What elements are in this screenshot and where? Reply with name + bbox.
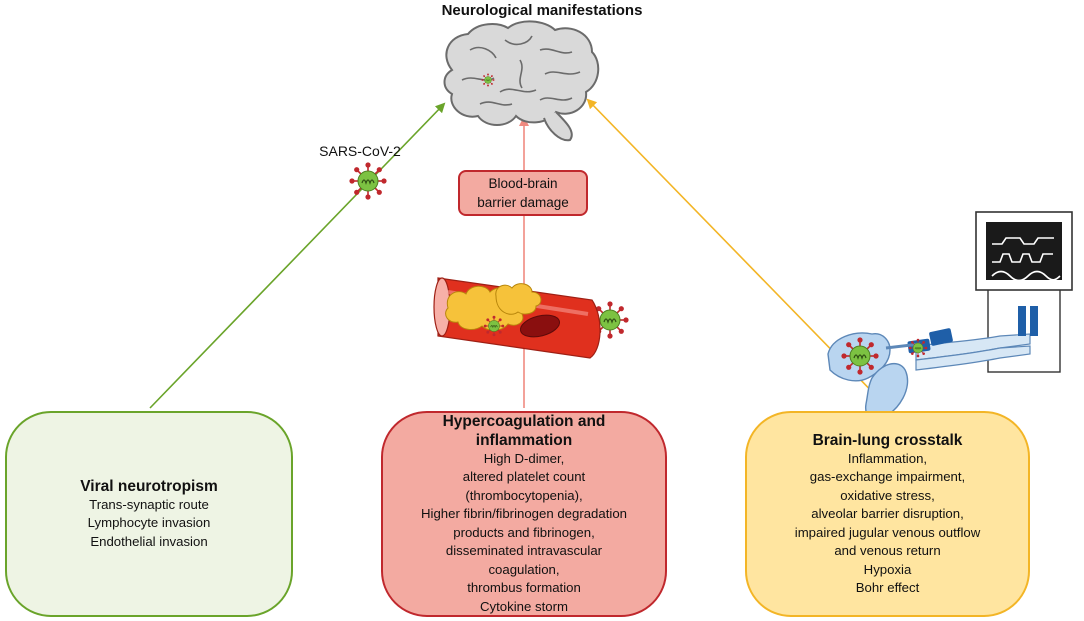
box-title: Brain-lung crosstalk (812, 431, 963, 449)
box-title: Viral neurotropism (80, 477, 218, 495)
lungs-icon (827, 332, 928, 420)
box-line: altered platelet count (462, 469, 586, 485)
viral-neurotropism-box: Viral neurotropism Trans-synaptic route … (5, 411, 293, 617)
box-line: Trans-synaptic route (89, 496, 209, 512)
brain-lung-crosstalk-box: Brain-lung crosstalk Inflammation, gas-e… (745, 411, 1030, 617)
box-line: (thrombocytopenia), (465, 487, 583, 503)
bbb-damage-box: Blood-brain barrier damage (458, 170, 588, 216)
box-line: coagulation, (488, 561, 560, 577)
box-title: inflammation (475, 431, 573, 449)
diagram-title: Neurological manifestations (441, 2, 643, 19)
box-line: gas-exchange impairment, (809, 469, 966, 484)
box-line: alveolar barrier disruption, (811, 506, 964, 521)
box-line: thrombus formation (467, 580, 581, 596)
box-line: Inflammation, (847, 450, 928, 466)
box-line: Lymphocyte invasion (87, 515, 211, 531)
arrow-neurotropism (149, 102, 446, 409)
box-line: products and fibrinogen, (453, 524, 595, 540)
box-line: Higher fibrin/fibrinogen degradation (420, 506, 627, 522)
bbb-line: Blood-brain (488, 176, 558, 191)
box-line: oxidative stress, (840, 487, 935, 503)
box-line: Bohr effect (855, 580, 920, 595)
box-line: Hypoxia (863, 561, 912, 577)
box-line: Cytokine storm (480, 598, 568, 614)
virus-icon (348, 161, 388, 201)
box-title: Hypercoagulation and (442, 412, 606, 430)
box-line: and venous return (834, 543, 941, 558)
brain-icon (443, 20, 600, 142)
hypercoagulation-box: Hypercoagulation and inflammation High D… (381, 411, 667, 617)
virus-label: SARS-CoV-2 (319, 143, 401, 159)
box-line: High D-dimer, (483, 450, 565, 466)
box-line: impaired jugular venous outflow (794, 524, 981, 540)
box-line: Endothelial invasion (90, 533, 208, 549)
blood-vessel-icon (433, 277, 601, 359)
ventilator-icon (907, 211, 1073, 373)
box-line: disseminated intravascular (445, 543, 603, 559)
bbb-line: barrier damage (477, 195, 569, 210)
